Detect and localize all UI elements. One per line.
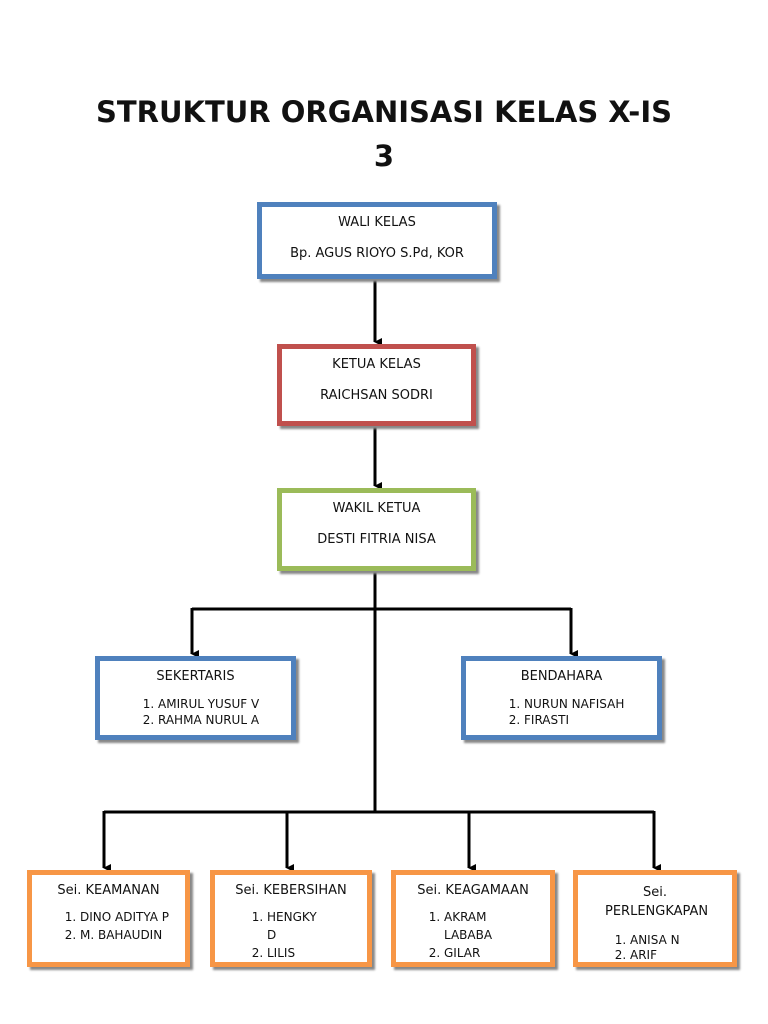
box-name: DESTI FITRIA NISA [317, 532, 436, 547]
member: HENGKY D [267, 908, 327, 944]
box-title: Sei. KEAMANAN [57, 883, 160, 898]
box-title: KETUA KELAS [332, 357, 421, 372]
box-title: Sei. KEAGAMAAN [417, 883, 529, 898]
box-title: Sei. KEBERSIHAN [235, 883, 347, 898]
box-title: SEKERTARIS [156, 669, 235, 684]
member: M. BAHAUDIN [80, 926, 185, 944]
box-title: WAKIL KETUA [332, 501, 421, 516]
member: NURUN NAFISAH [524, 696, 657, 712]
member: RAHMA NURUL A [158, 712, 291, 728]
seksi-kebersihan-box: Sei. KEBERSIHAN HENGKY DLILIS SOFIANA [210, 870, 372, 967]
member: ARIF [630, 948, 732, 962]
member: LILIS SOFIANA [267, 944, 327, 962]
member: FIRASTI [524, 712, 657, 728]
box-name: Bp. AGUS RIOYO S.Pd, KOR [290, 246, 464, 261]
box-name: RAICHSAN SODRI [320, 388, 433, 403]
member: AMIRUL YUSUF V [158, 696, 291, 712]
wakil-ketua-box: WAKIL KETUA DESTI FITRIA NISA [277, 488, 476, 571]
page-title: STRUKTUR ORGANISASI KELAS X-IS 3 [95, 95, 673, 173]
sekertaris-box: SEKERTARIS AMIRUL YUSUF VRAHMA NURUL A [95, 656, 296, 740]
member: DINO ADITYA P [80, 908, 185, 926]
seksi-perlengkapan-box: Sei. PERLENGKAPAN ANISA NARIF [573, 870, 737, 967]
seksi-keamanan-box: Sei. KEAMANAN DINO ADITYA PM. BAHAUDIN [27, 870, 190, 967]
ketua-kelas-box: KETUA KELAS RAICHSAN SODRI [277, 344, 476, 426]
member: AKRAM LABABA [444, 908, 504, 944]
box-title: BENDAHARA [520, 669, 603, 684]
bendahara-box: BENDAHARA NURUN NAFISAHFIRASTI [461, 656, 662, 740]
member: GILAR [444, 944, 504, 962]
seksi-keagamaan-box: Sei. KEAGAMAAN AKRAM LABABAGILAR [391, 870, 555, 967]
wali-kelas-box: WALI KELAS Bp. AGUS RIOYO S.Pd, KOR [257, 202, 497, 279]
box-title: WALI KELAS [338, 215, 416, 230]
member: ANISA N [630, 933, 732, 948]
box-title: Sei. PERLENGKAPAN [605, 885, 709, 919]
